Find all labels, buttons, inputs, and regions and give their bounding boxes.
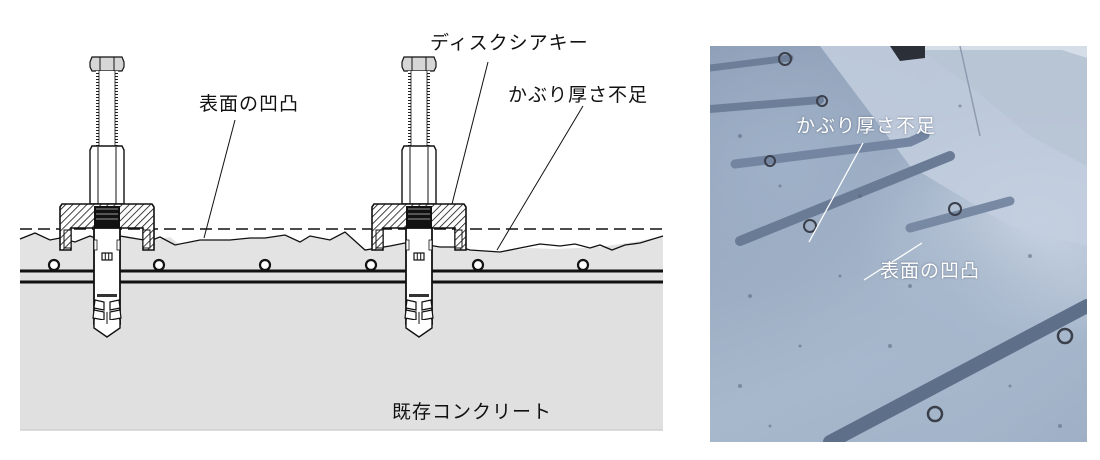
label-surface-unevenness: 表面の凹凸 <box>199 93 300 115</box>
photo-leader-line-insufficient-cover <box>808 142 864 243</box>
label-existing-concrete: 既存コンクリート <box>392 401 553 423</box>
photo-label-insufficient-cover: かぶり厚さ不足 <box>796 115 937 137</box>
site-photo-exposed-rebar: かぶり厚さ不足 表面の凹凸 <box>710 46 1087 442</box>
label-disc-shear-key: ディスクシアキー <box>430 32 589 54</box>
rebar-layer <box>20 258 663 284</box>
label-insufficient-cover: かぶり厚さ不足 <box>508 84 649 106</box>
photo-smooth-concrete-area <box>820 46 1087 246</box>
photo-aggregate-texture <box>738 104 1062 428</box>
leader-line-surface-unevenness <box>203 119 236 239</box>
rebar-circle <box>576 258 590 272</box>
photo-rebars <box>710 52 1087 442</box>
rebar-circle <box>364 258 378 272</box>
rebar-circle <box>152 258 166 272</box>
anchor-cross-section-diagram: 表面の凹凸 ディスクシアキー かぶり厚さ不足 既存コンクリート <box>19 32 664 431</box>
disc-shear-key-anchor-right <box>371 56 467 338</box>
rebar-circle <box>47 258 61 272</box>
rebar-circle <box>471 258 485 272</box>
rebar-circle <box>258 258 272 272</box>
disc-shear-key-anchor-left <box>59 56 155 338</box>
leader-line-insufficient-cover <box>496 105 584 251</box>
photo-leader-line-surface-unevenness <box>863 242 923 281</box>
leader-line-disc-shear-key <box>451 61 489 205</box>
photo-label-surface-unevenness: 表面の凹凸 <box>880 260 981 282</box>
